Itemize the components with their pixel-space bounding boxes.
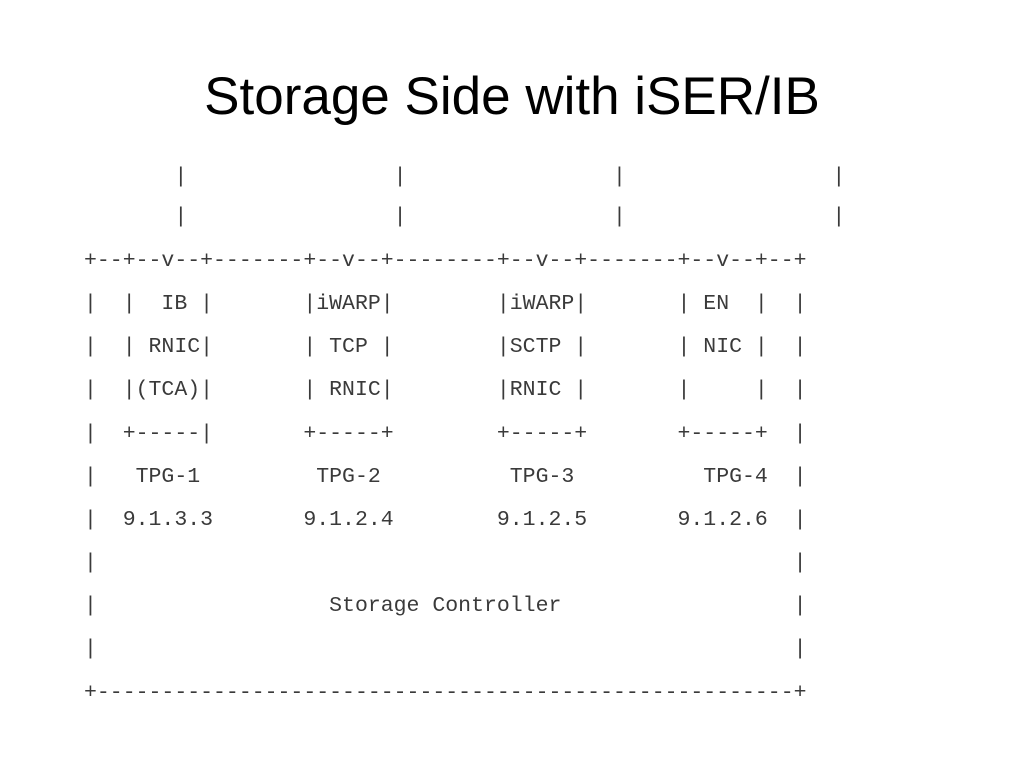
diagram-line-tpg-labels: | TPG-1 TPG-2 TPG-3 TPG-4 | [84, 465, 807, 489]
diagram-line-adapter-row-3: | |(TCA)| | RNIC| |RNIC | | | | [84, 378, 807, 402]
diagram-line-bottom-border: +---------------------------------------… [84, 681, 807, 705]
diagram-line-adapter-bottom: | +-----| +-----+ +-----+ +-----+ | [84, 422, 807, 446]
diagram-line-input-arrows-1: | | | | [84, 165, 846, 189]
diagram-line-spacer-2: | | [84, 637, 807, 661]
slide-title: Storage Side with iSER/IB [204, 67, 820, 126]
diagram-line-adapter-row-1: | | IB | |iWARP| |iWARP| | EN | | [84, 292, 807, 316]
diagram-line-top-border: +--+--v--+-------+--v--+--------+--v--+-… [84, 249, 807, 273]
diagram-line-ip-addresses: | 9.1.3.3 9.1.2.4 9.1.2.5 9.1.2.6 | [84, 508, 807, 532]
diagram-line-adapter-row-2: | | RNIC| | TCP | |SCTP | | NIC | | [84, 335, 807, 359]
diagram-line-spacer-1: | | [84, 551, 807, 575]
diagram-line-input-arrows-2: | | | | [84, 205, 846, 229]
diagram-line-storage-controller: | Storage Controller | [84, 594, 807, 618]
